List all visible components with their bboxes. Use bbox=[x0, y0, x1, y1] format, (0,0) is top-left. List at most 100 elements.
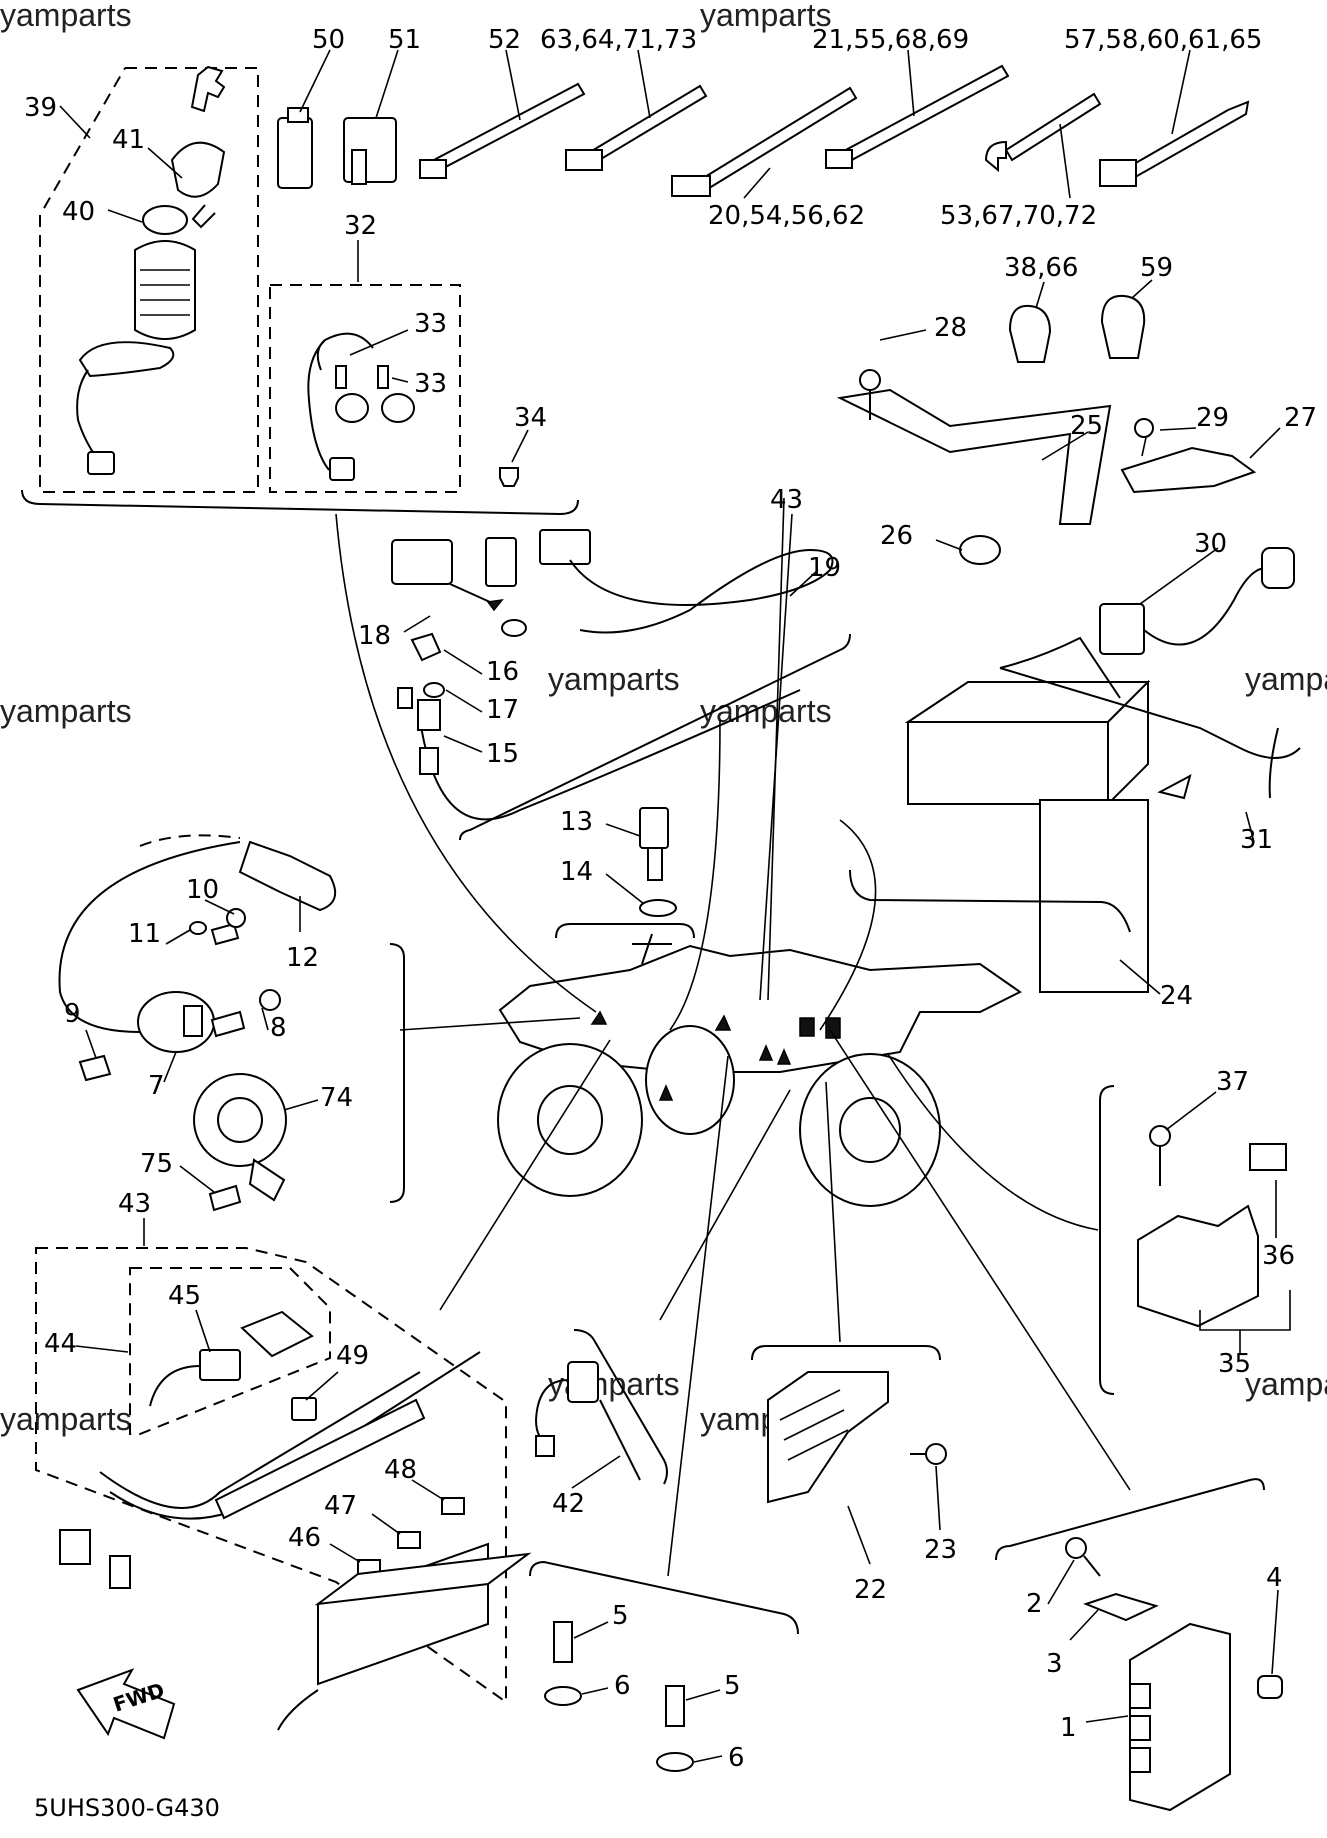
route-line bbox=[825, 1081, 841, 1343]
leader-53 bbox=[1059, 123, 1071, 199]
leader-14 bbox=[605, 873, 645, 905]
bolt-head-icon bbox=[859, 369, 881, 391]
callout-59: 59 bbox=[1140, 253, 1173, 283]
leader-50 bbox=[299, 49, 331, 113]
callout-17: 17 bbox=[486, 695, 519, 725]
cable-tie-icon bbox=[1004, 92, 1102, 162]
callout-37: 37 bbox=[1216, 1067, 1249, 1097]
leader-18 bbox=[403, 615, 431, 633]
clamp-group: 38,66 59 bbox=[1004, 253, 1173, 363]
leader-63 bbox=[637, 49, 651, 119]
cdi-unit-icon bbox=[1129, 1622, 1231, 1812]
harness-outline bbox=[35, 1247, 507, 1704]
callout-44: 44 bbox=[44, 1329, 77, 1359]
coil-terminal-icon bbox=[183, 1005, 203, 1037]
leader-6 bbox=[581, 1687, 609, 1695]
leader-30 bbox=[1139, 547, 1219, 605]
terminal-icon bbox=[419, 747, 439, 775]
tie-head-icon bbox=[671, 175, 711, 197]
washer-icon bbox=[656, 1752, 694, 1772]
battery-side-icon bbox=[1107, 679, 1149, 807]
bulb-socket-icon bbox=[381, 393, 415, 423]
sleeve-icon bbox=[78, 1054, 112, 1082]
sensor-brace bbox=[555, 923, 695, 939]
negative-lead bbox=[999, 667, 1301, 759]
harness-wires bbox=[307, 332, 374, 471]
callout-47: 47 bbox=[324, 1491, 357, 1521]
callout-43: 43 bbox=[118, 1189, 151, 1219]
leader-3 bbox=[1069, 1609, 1099, 1641]
fwd-arrow: FWD bbox=[76, 1668, 176, 1740]
sensor-body-icon bbox=[639, 807, 669, 849]
screw-head-icon bbox=[1134, 418, 1154, 438]
washer-icon bbox=[189, 921, 207, 935]
screw-icon bbox=[210, 922, 240, 946]
cover-sleeve-icon bbox=[240, 1310, 314, 1358]
screw-shank bbox=[1083, 1555, 1101, 1577]
switch-flange-icon bbox=[78, 341, 175, 378]
leader-26 bbox=[935, 539, 963, 551]
brake-switch-group: 42 bbox=[534, 1329, 668, 1519]
coupler-icon bbox=[539, 529, 591, 565]
leader-21 bbox=[907, 49, 915, 117]
plug-lead-dash bbox=[139, 834, 241, 847]
battery-case-icon bbox=[1039, 799, 1149, 993]
horn-bracket-icon bbox=[248, 1158, 286, 1202]
leader-13 bbox=[605, 823, 641, 837]
callout-48: 48 bbox=[384, 1455, 417, 1485]
bolt-group: 5 6 5 6 bbox=[529, 1560, 799, 1773]
cover-icon bbox=[1120, 446, 1257, 494]
sub-lead-group: 32 33 33 bbox=[269, 211, 461, 493]
sub-harness-outline bbox=[129, 1267, 331, 1435]
callout-10: 10 bbox=[186, 875, 219, 905]
terminal-cover-icon bbox=[1099, 603, 1145, 655]
bracket-icon bbox=[836, 388, 1112, 525]
route-line bbox=[667, 1055, 729, 1577]
leader-4 bbox=[1271, 1589, 1279, 1675]
group-outline bbox=[39, 67, 259, 493]
coupler-icon bbox=[277, 117, 313, 189]
cdi-brace bbox=[995, 1478, 1265, 1561]
callout-6: 6 bbox=[728, 1743, 745, 1773]
front-wheel-icon bbox=[645, 1025, 735, 1135]
leader-34 bbox=[511, 429, 529, 463]
leader-57 bbox=[1171, 49, 1191, 135]
callout-46: 46 bbox=[288, 1523, 321, 1553]
leader-37 bbox=[1165, 1091, 1217, 1131]
route-line bbox=[399, 1017, 581, 1031]
leader-52 bbox=[505, 49, 521, 121]
callout-4: 4 bbox=[1266, 1563, 1283, 1593]
leader-23 bbox=[935, 1465, 941, 1531]
callout-74: 74 bbox=[320, 1083, 353, 1113]
callout-39: 39 bbox=[24, 93, 57, 123]
front-hub-icon bbox=[537, 1085, 603, 1155]
callout-8: 8 bbox=[270, 1013, 287, 1043]
leader-2 bbox=[1047, 1559, 1075, 1605]
switch-coupler-icon bbox=[87, 451, 115, 475]
relay-icon bbox=[391, 539, 453, 585]
coupler-pin-icon bbox=[351, 149, 367, 185]
callout-43: 43 bbox=[770, 485, 803, 515]
callout-28: 28 bbox=[934, 313, 967, 343]
bulb-icon bbox=[335, 365, 347, 389]
clamp-icon bbox=[1100, 294, 1146, 359]
leader-28 bbox=[879, 329, 927, 341]
callout-33: 33 bbox=[414, 369, 447, 399]
main-harness-group: 43 44 45 49 48 47 46 bbox=[35, 1189, 532, 1731]
battery-cable bbox=[1143, 567, 1275, 646]
leader-41 bbox=[147, 147, 183, 179]
coupler-icon bbox=[291, 1397, 317, 1421]
tie-head-icon bbox=[984, 140, 1007, 173]
leader-40 bbox=[107, 209, 143, 223]
leader-22 bbox=[847, 1505, 871, 1565]
harness-tube-icon bbox=[214, 1398, 426, 1520]
rectifier-fins bbox=[779, 1389, 849, 1461]
callout-21: 21,55,68,69 bbox=[812, 25, 969, 55]
leader-38 bbox=[1035, 281, 1045, 309]
lead-terminal-icon bbox=[1157, 774, 1192, 800]
leader-39 bbox=[59, 105, 91, 139]
switch-brace bbox=[573, 1329, 668, 1485]
group-brace bbox=[21, 489, 579, 516]
callout-5: 5 bbox=[724, 1671, 741, 1701]
callout-40: 40 bbox=[62, 197, 95, 227]
